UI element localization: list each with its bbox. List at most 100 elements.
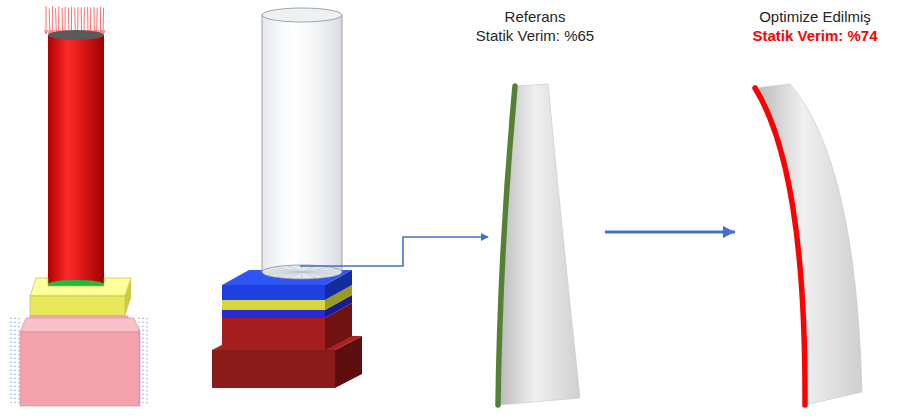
support-mark <box>138 394 150 395</box>
support-mark <box>10 354 22 355</box>
mesh-lines <box>264 266 340 279</box>
load-arrow <box>103 8 105 33</box>
load-arrow <box>49 8 51 33</box>
load-arrows <box>45 6 106 34</box>
support-mark <box>10 378 22 379</box>
load-arrow <box>65 7 66 33</box>
support-mark <box>10 366 22 367</box>
support-mark <box>138 390 150 391</box>
support-mark <box>10 370 22 371</box>
support-mark <box>10 326 22 327</box>
mesh-line <box>302 272 303 279</box>
load-arrow <box>71 7 72 33</box>
load-arrow <box>68 8 70 33</box>
load-arrow <box>52 6 53 33</box>
support-mark <box>138 334 150 335</box>
support-mark <box>10 350 22 351</box>
text-group: ReferansStatik Verim: %65 <box>465 6 605 46</box>
load-arrow <box>84 7 85 33</box>
glass-column <box>262 15 342 272</box>
support-mark <box>10 362 22 363</box>
support-mark <box>10 342 22 343</box>
support-mark <box>138 318 150 319</box>
leader-arrow <box>300 237 488 266</box>
blade-shape <box>465 6 605 410</box>
support-mark <box>10 382 22 383</box>
mesh-line <box>302 270 337 272</box>
blade-result: Optimize EdilmişStatik Verim: %74 <box>735 6 895 410</box>
base-block <box>212 350 335 388</box>
load-arrow <box>94 7 95 33</box>
mesh-line <box>302 272 317 278</box>
support-mark <box>10 330 22 331</box>
efficiency-value: Statik Verim: %65 <box>476 27 594 46</box>
glass-bottom <box>262 265 342 279</box>
load-arrow <box>58 6 59 33</box>
load-arrow-head <box>45 30 48 34</box>
heading: Optimize Edilmiş <box>759 8 871 27</box>
support-mark <box>10 374 22 375</box>
blade-result: ReferansStatik Verim: %65 <box>465 6 605 410</box>
support-mark <box>10 338 22 339</box>
load-arrow-head <box>102 30 105 34</box>
support-mark <box>10 390 22 391</box>
support-mark <box>138 386 150 387</box>
load-arrow <box>62 8 64 33</box>
support-mark <box>10 386 22 387</box>
support-mark <box>10 322 22 323</box>
flow-arrow <box>605 231 735 234</box>
layer-blue <box>222 310 325 318</box>
support-mark <box>10 398 22 399</box>
support-mark <box>138 346 150 347</box>
load-arrow <box>46 6 47 33</box>
load-arrow <box>96 8 97 33</box>
support-mark <box>138 378 150 379</box>
load-arrow <box>77 7 78 33</box>
column <box>48 35 104 285</box>
support-mark <box>138 330 150 331</box>
support-mark <box>10 334 22 335</box>
support-mark <box>138 322 150 323</box>
support-mark <box>138 350 150 351</box>
mesh-line <box>275 267 302 272</box>
load-arrow <box>87 7 88 33</box>
plate-top <box>30 278 131 296</box>
support-mark <box>10 318 22 319</box>
load-arrow <box>55 8 57 33</box>
support-mark <box>138 342 150 343</box>
support-mark <box>10 346 22 347</box>
support-mark <box>138 358 150 359</box>
blade-body <box>498 84 580 405</box>
mesh-line <box>267 272 302 274</box>
support-mark <box>138 374 150 375</box>
mesh-line <box>302 272 329 277</box>
support-mark <box>138 362 150 363</box>
support-mark <box>138 382 150 383</box>
support-mark <box>10 358 22 359</box>
support-mark <box>10 394 22 395</box>
support-mark <box>138 326 150 327</box>
blade-edge <box>498 86 515 405</box>
heading: Referans <box>505 8 566 27</box>
support-marks <box>10 318 150 403</box>
layer-yellow <box>222 300 325 310</box>
support-mark <box>138 366 150 367</box>
load-arrow <box>90 7 91 33</box>
block <box>222 318 325 350</box>
column-model <box>20 30 140 406</box>
top-block <box>222 285 325 300</box>
support-mark <box>138 338 150 339</box>
support-mark <box>10 402 22 403</box>
support-mark <box>138 402 150 403</box>
load-arrow <box>100 7 101 33</box>
plate-side <box>125 278 131 316</box>
layered-model <box>212 8 362 388</box>
text-group: Optimize EdilmişStatik Verim: %74 <box>735 6 895 46</box>
base-top <box>20 318 140 332</box>
support-mark <box>138 398 150 399</box>
load-arrow <box>81 7 82 33</box>
load-arrow <box>74 8 75 33</box>
